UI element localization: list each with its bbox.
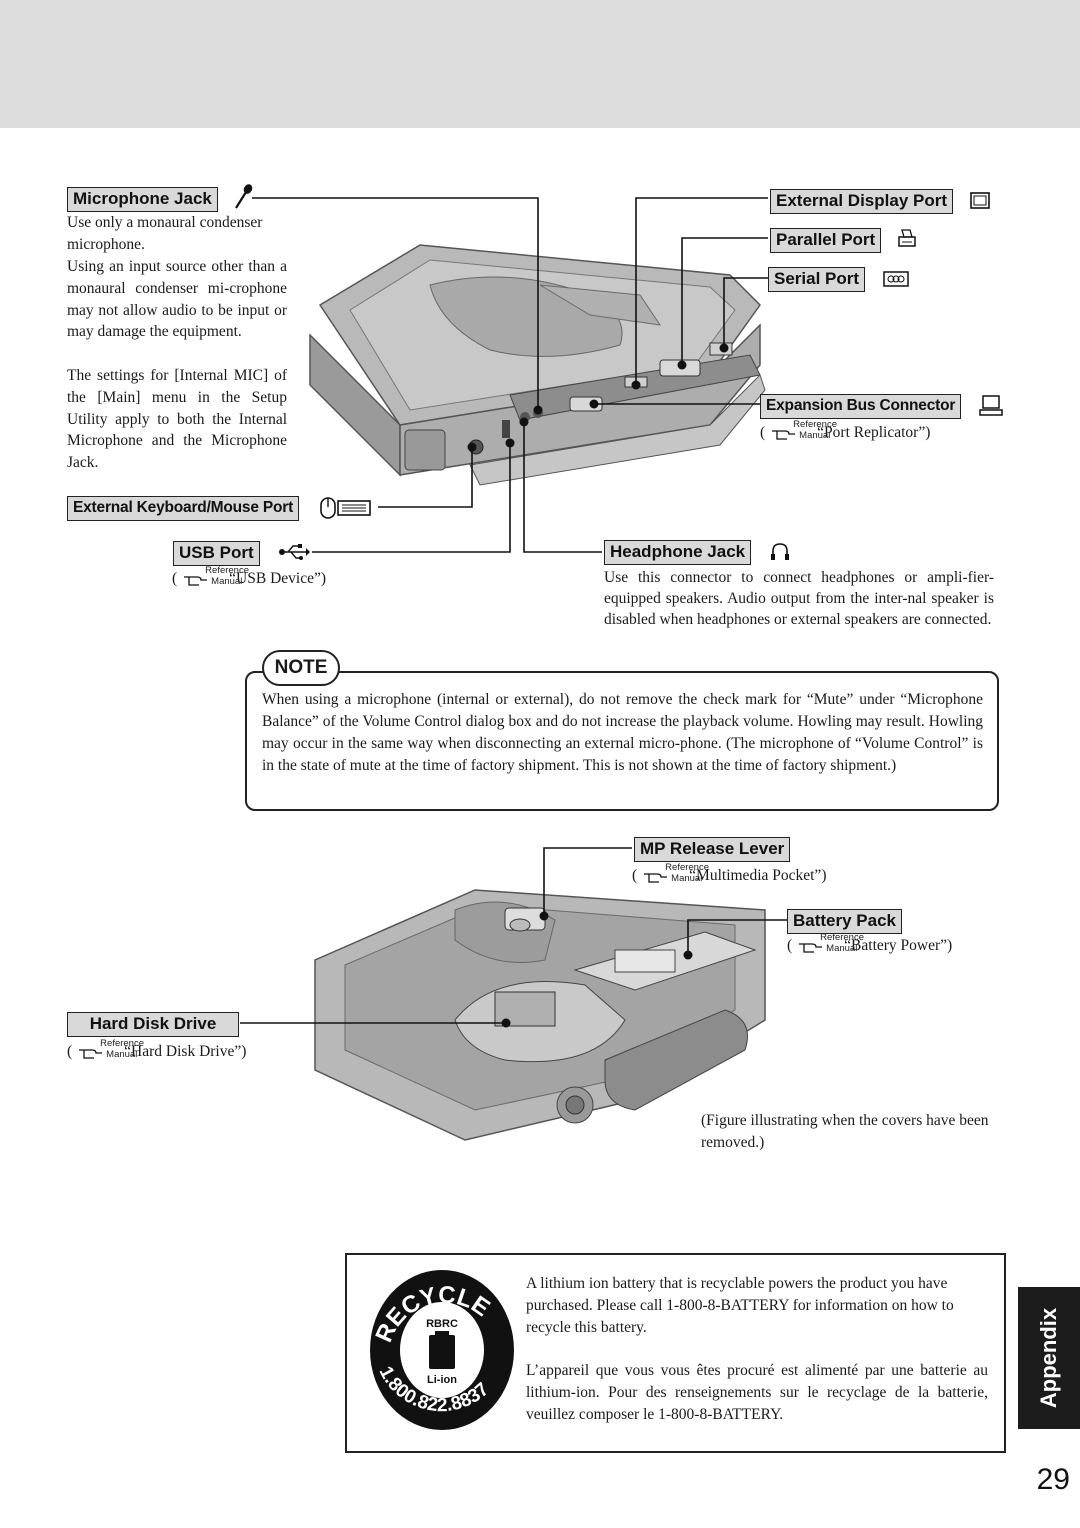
battery-power-reference-text: “Battery Power”) <box>844 937 953 954</box>
expansion-bus-connector-label: Expansion Bus Connector <box>760 394 962 419</box>
laptop-bottom-illustration <box>314 889 766 1141</box>
serial-port-label: Serial Port <box>768 267 866 292</box>
headphone-description: Use this connector to connect headphones… <box>604 569 994 628</box>
recycle-english-text: A lithium ion battery that is recyclable… <box>526 1275 954 1336</box>
svg-text:RBRC: RBRC <box>426 1318 458 1330</box>
figure-caption: (Figure illustrating when the covers hav… <box>701 1112 989 1151</box>
microphone-note-3: The settings for [Internal MIC] of the [… <box>67 367 287 472</box>
ref-open-paren: ( <box>172 570 178 587</box>
recycle-box <box>345 1253 1006 1453</box>
monitor-icon <box>970 192 990 209</box>
multimedia-pocket-reference-text: “Multimedia Pocket”) <box>689 867 827 884</box>
header-band <box>0 0 1080 128</box>
mp-release-lever-label: MP Release Lever <box>634 837 791 862</box>
mouse-keyboard-icon <box>320 497 371 519</box>
usb-reference-text: “USB Device”) <box>229 570 327 587</box>
parallel-port-label: Parallel Port <box>770 228 882 253</box>
page-number: 29 <box>1036 1463 1070 1496</box>
hard-disk-reference-text: “Hard Disk Drive”) <box>124 1043 247 1060</box>
port-replicator-reference-text: “Port Replicator”) <box>817 424 931 441</box>
microphone-icon <box>235 184 253 209</box>
note-box <box>245 671 999 811</box>
rbrc-recycle-seal: RECYCLE 1.800.822.8837 RBRC Li-ion <box>370 1270 514 1430</box>
computer-icon <box>979 395 1003 416</box>
external-keyboard-mouse-port-label: External Keyboard/Mouse Port <box>67 496 300 521</box>
serial-port-icon <box>883 271 909 287</box>
battery-pack-label: Battery Pack <box>787 909 903 934</box>
headphone-icon <box>771 543 789 560</box>
appendix-side-tab: Appendix <box>1018 1287 1080 1429</box>
microphone-note-2: Using an input source other than a monau… <box>67 258 287 341</box>
note-badge: NOTE <box>262 650 340 686</box>
svg-text:Li-ion: Li-ion <box>427 1374 457 1386</box>
external-display-port-label: External Display Port <box>770 189 954 214</box>
microphone-note-1: Use only a monaural condenser microphone… <box>67 214 263 253</box>
headphone-jack-label: Headphone Jack <box>604 540 752 565</box>
recycle-french-text: L’appareil que vous vous êtes procuré es… <box>526 1362 988 1423</box>
note-text: When using a microphone (internal or ext… <box>262 691 983 774</box>
printer-icon <box>898 229 916 247</box>
usb-icon <box>279 544 310 560</box>
usb-port-label: USB Port <box>173 541 260 566</box>
microphone-jack-label: Microphone Jack <box>67 187 218 212</box>
hard-disk-drive-label: Hard Disk Drive <box>67 1012 239 1037</box>
